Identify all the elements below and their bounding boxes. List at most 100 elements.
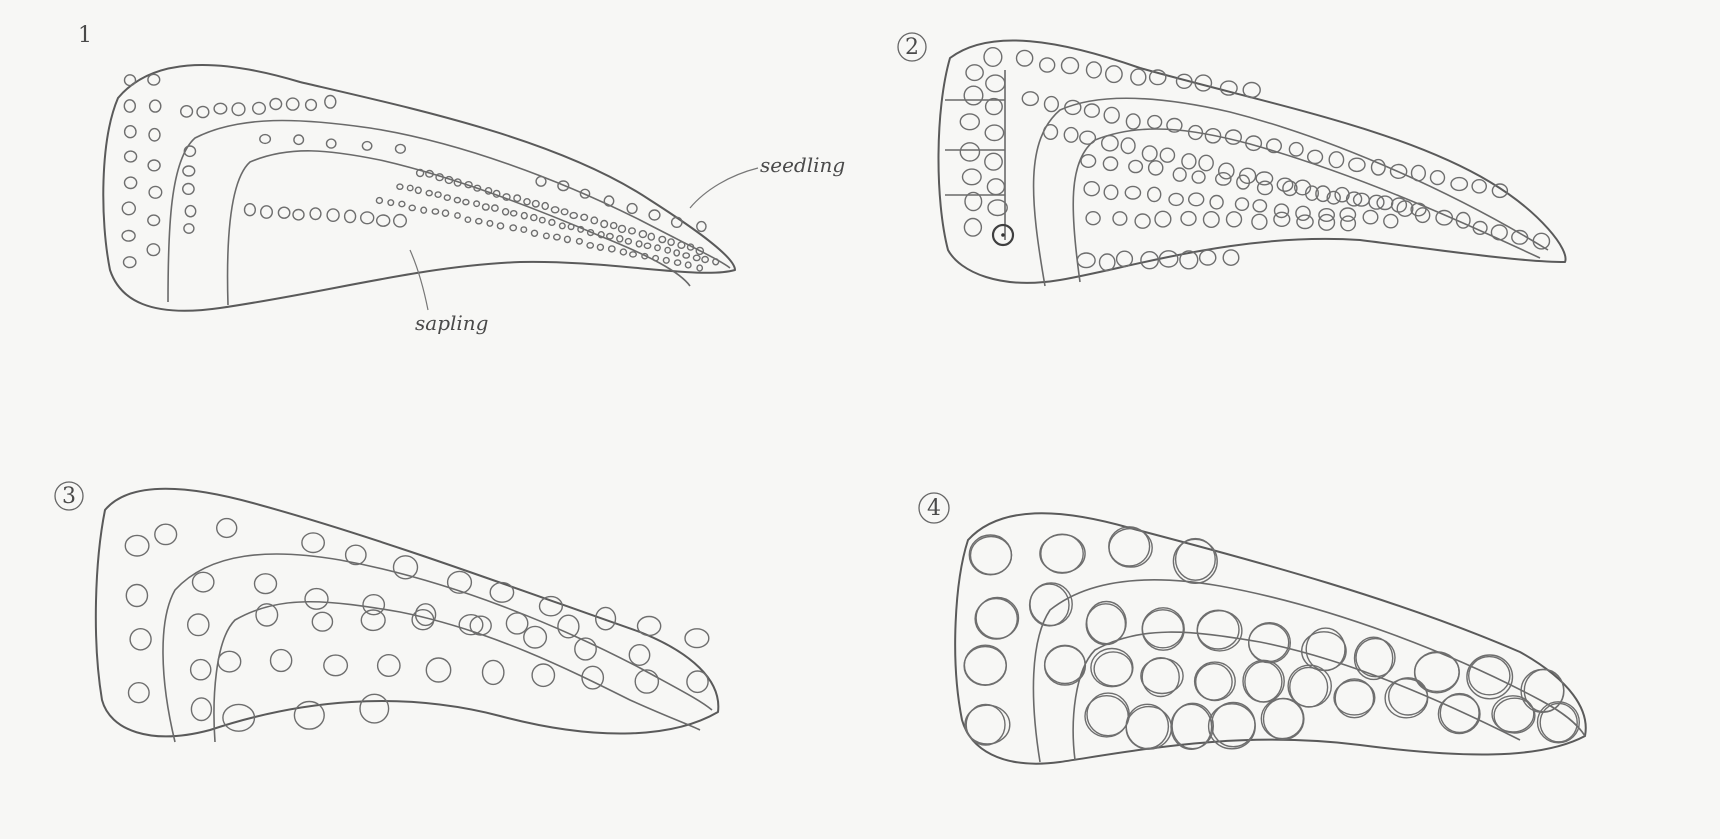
tree-crown [1197, 611, 1242, 651]
tree-crown [1377, 196, 1393, 209]
tree-crown [587, 243, 593, 248]
tree-crown [551, 207, 558, 213]
tree-crown [1467, 655, 1513, 699]
tree-crown [521, 213, 527, 219]
tree-crown [619, 225, 626, 232]
tree-crown [149, 129, 160, 141]
seedling-leader-line [690, 168, 758, 208]
tree-crown-sketch-stroke [1540, 703, 1577, 741]
tree-crown [490, 583, 513, 603]
tree-crown [122, 231, 135, 242]
tree-crown [1412, 165, 1426, 180]
tree-crown [324, 655, 348, 676]
tree-crown [984, 48, 1002, 67]
marked-tree-center-dot [1001, 233, 1005, 237]
tree-crown [561, 209, 568, 215]
tree-crown [426, 658, 450, 682]
tree-crown [1243, 83, 1260, 98]
tree-crown [129, 683, 150, 703]
tree-crown [1319, 215, 1335, 231]
tree-crown [597, 244, 603, 250]
tree-crown [644, 243, 650, 248]
tree-crown [232, 103, 245, 116]
tree-crown [253, 102, 266, 114]
tree-crown [685, 629, 709, 648]
tree-crown [1219, 163, 1234, 179]
tree-crown [675, 260, 681, 265]
tree-crown-sketch-stroke [1389, 678, 1428, 715]
tree-crown [625, 239, 631, 244]
tree-crown-sketch-stroke [1091, 649, 1133, 687]
tree-crown-sketch-stroke [1335, 679, 1373, 718]
tree-crown-sketch-stroke [1249, 624, 1289, 662]
tree-crown [1253, 200, 1266, 212]
tree-crown [560, 223, 566, 229]
tree-crown [183, 184, 194, 195]
tree-crown [629, 645, 649, 666]
tree-crown [346, 545, 366, 564]
tree-crown [506, 613, 527, 634]
panel-number-1: 1 [78, 23, 92, 48]
tree-crown [1121, 138, 1135, 154]
tree-crown [629, 228, 636, 234]
tree-crown-sketch-stroke [1469, 657, 1510, 695]
tree-crown [125, 535, 149, 556]
tree-crown [581, 214, 588, 220]
tree-crown [377, 215, 390, 226]
tree-crown-sketch-stroke [1290, 667, 1328, 707]
tree-crown [125, 75, 136, 86]
tree-crown [1252, 214, 1267, 229]
tree-crown [630, 252, 637, 257]
tree-crown [448, 571, 472, 593]
tree-crown [1227, 212, 1242, 227]
tree-crown-sketch-stroke [969, 535, 1011, 575]
tree-crown [521, 227, 527, 232]
tree-crown [1349, 158, 1365, 171]
tree-crown [214, 103, 227, 114]
tree-crown [542, 203, 548, 210]
tree-crown [565, 236, 571, 242]
tree-crown [397, 184, 403, 189]
tree-crown [1223, 250, 1239, 265]
tree-crown [503, 209, 509, 215]
tree-crown [126, 585, 147, 607]
tree-crown [1173, 168, 1186, 181]
tree-crown [611, 223, 617, 229]
tree-crown [312, 612, 332, 631]
tree-crown [524, 199, 530, 205]
panel-2-stand-sketch: 2 [898, 33, 1566, 286]
tree-crown [147, 244, 159, 256]
tree-crown [966, 65, 983, 81]
tree-crown [554, 234, 560, 240]
tree-crown-sketch-stroke [1030, 584, 1069, 626]
tree-crown-sketch-stroke [1195, 662, 1236, 700]
tree-crown [620, 249, 626, 255]
tree-crown [1289, 143, 1303, 156]
tree-crown [278, 207, 289, 218]
tree-crown [617, 236, 623, 242]
tree-crown [577, 239, 583, 244]
tree-crown [697, 265, 702, 271]
tree-crown [1155, 211, 1171, 227]
tree-crown [668, 239, 674, 245]
tree-crown [627, 204, 637, 214]
tree-crown [558, 615, 579, 638]
tree-crown-sketch-stroke [976, 598, 1018, 639]
tree-crown [674, 250, 679, 256]
tree-crown [455, 213, 460, 218]
tree-crown [388, 200, 394, 206]
tree-crown [1081, 155, 1096, 168]
middle-band [163, 554, 712, 742]
inner-band [228, 151, 690, 305]
tree-crown [1084, 182, 1099, 196]
tree-crown [497, 223, 503, 229]
tree-crown [1431, 171, 1445, 185]
tree-crown [184, 224, 194, 233]
tree-crown [463, 200, 469, 205]
tree-crown [1104, 185, 1118, 199]
tree-crown-sketch-stroke [1356, 639, 1395, 677]
tree-crown [1341, 216, 1356, 231]
tree-crown [191, 660, 211, 680]
tree-crown [442, 210, 448, 216]
